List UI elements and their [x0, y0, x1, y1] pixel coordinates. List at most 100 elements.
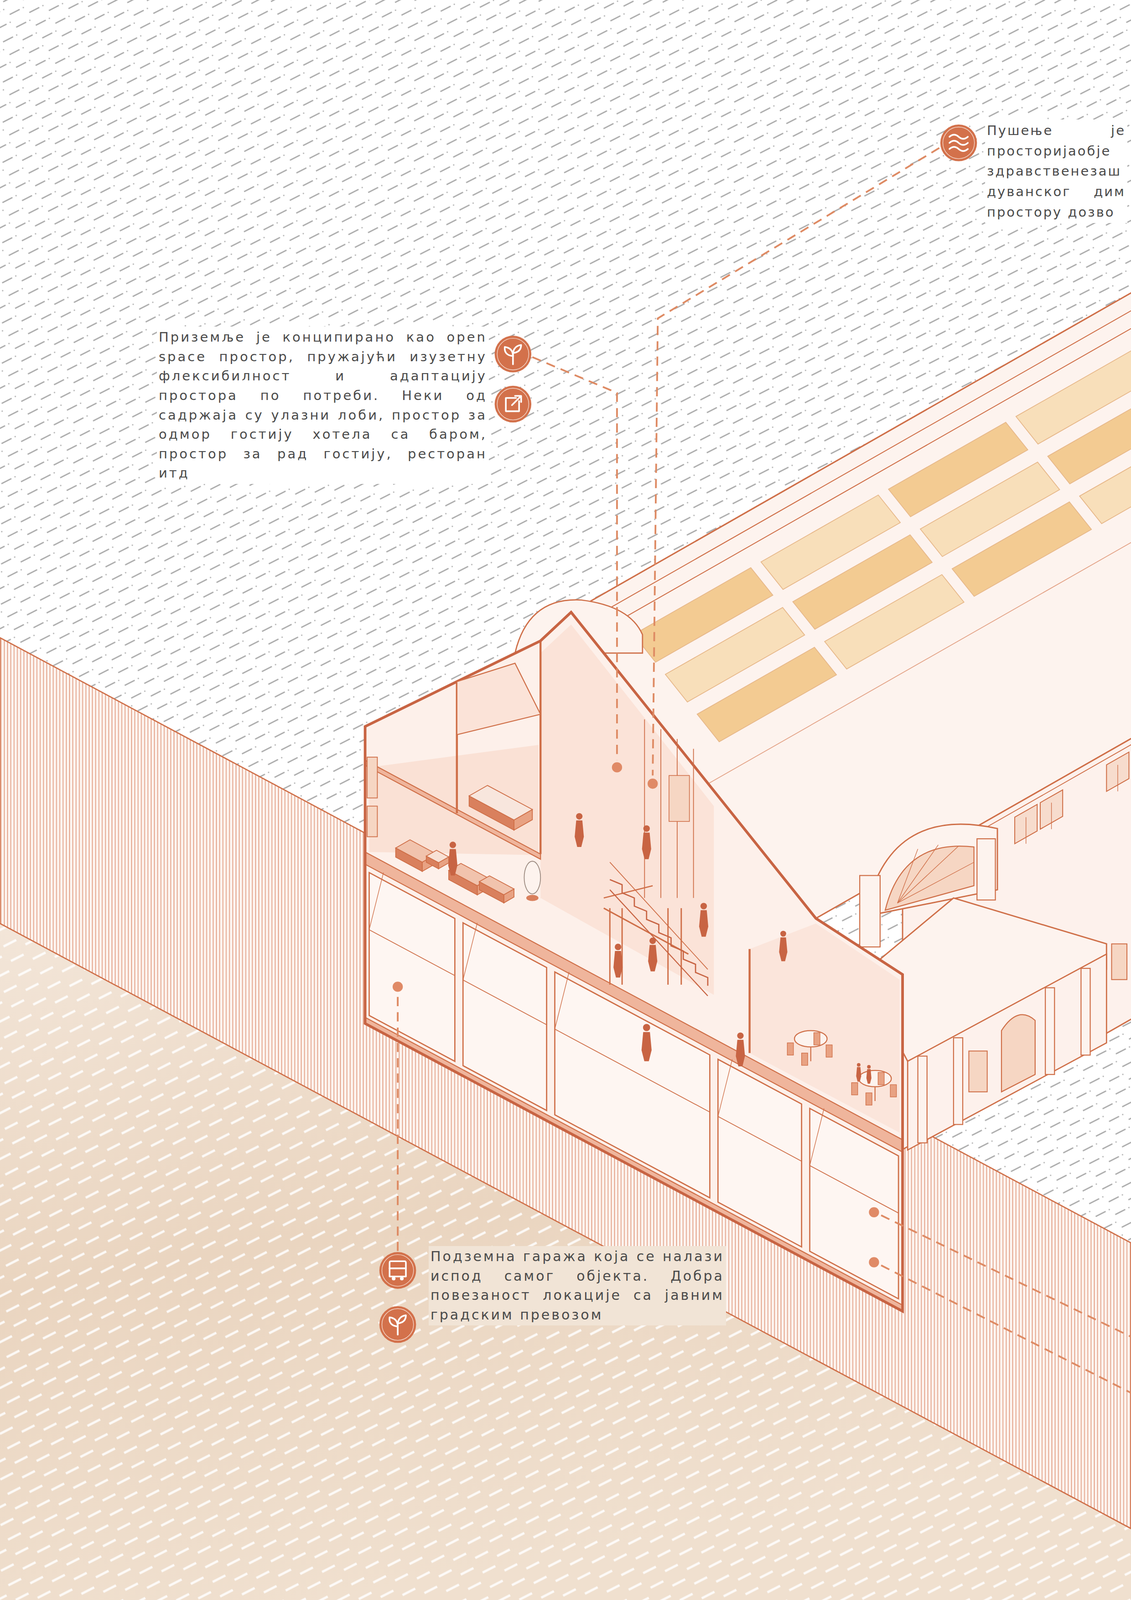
- pergola-post: [667, 907, 669, 985]
- person-figure: [448, 841, 458, 876]
- pergola-post: [609, 907, 611, 985]
- column: [1045, 987, 1055, 1075]
- icon-stroke: [389, 1317, 398, 1327]
- glazing-panel: [669, 775, 690, 822]
- person-body: [574, 820, 584, 847]
- icon-ring: [497, 338, 529, 370]
- icon-stroke: [397, 1315, 406, 1324]
- porch-window: [968, 1050, 987, 1092]
- roof-edge: [590, 229, 1131, 637]
- cafe-chair: [814, 1032, 820, 1045]
- bay-corner: [555, 971, 570, 1029]
- garage-bay: [555, 971, 711, 1198]
- person-head: [780, 930, 787, 937]
- skylight: [1079, 429, 1131, 524]
- person-body: [735, 1039, 745, 1067]
- icon-ring: [381, 1308, 414, 1340]
- bay-floor-edge: [462, 980, 547, 1025]
- arched-door: [1001, 1014, 1036, 1092]
- person-figure: [735, 1032, 745, 1067]
- callout-text: Пушење је просторијаобје здравственезаш …: [985, 119, 1128, 224]
- leader-line: [652, 147, 940, 776]
- icon-stroke: [949, 146, 968, 151]
- person-head: [449, 841, 457, 848]
- person-body: [866, 1068, 872, 1084]
- icon-stroke: [513, 344, 522, 353]
- glazing-mullion: [643, 719, 645, 898]
- stair-rail: [609, 861, 708, 970]
- interior-wall: [748, 949, 751, 1054]
- icon-disc: [379, 1306, 417, 1344]
- person-figure: [699, 902, 709, 937]
- leader-line: [881, 1215, 1131, 1337]
- attic-gable: [456, 663, 541, 735]
- atrium-back: [540, 624, 714, 995]
- icon-ring: [381, 1254, 414, 1287]
- person-figure: [778, 930, 788, 962]
- bay-floor-edge: [555, 1028, 711, 1112]
- leader-line: [532, 357, 618, 761]
- icon-stroke: [949, 134, 968, 139]
- person-head: [856, 1063, 861, 1067]
- icon-ring: [497, 388, 529, 420]
- person-head: [649, 937, 656, 945]
- leader-dot: [647, 778, 658, 789]
- bay-corner: [717, 1059, 732, 1117]
- pergola-post: [621, 907, 623, 985]
- icon-ring: [942, 127, 975, 159]
- person-figure: [856, 1063, 862, 1082]
- person-figure: [642, 824, 652, 859]
- icon-disc: [494, 335, 532, 373]
- icon-stroke: [504, 347, 514, 357]
- window-fan: [897, 861, 975, 903]
- icon-wheel: [391, 1276, 396, 1281]
- pergola-post: [680, 907, 682, 985]
- bay-floor-edge: [369, 929, 456, 976]
- icon-stroke: [389, 1267, 406, 1270]
- person-figure: [641, 1023, 652, 1062]
- leader-dot: [392, 981, 403, 992]
- link-icon: [494, 385, 532, 423]
- facade-window: [367, 757, 378, 798]
- callout-text: Подземна гаража која се налази испод сам…: [428, 1245, 727, 1326]
- staircase: [609, 879, 708, 986]
- person-head: [736, 1032, 744, 1039]
- leader-dot: [868, 1207, 879, 1218]
- cafe-chair: [877, 1072, 884, 1085]
- coffee-table: [426, 850, 449, 863]
- person-figure: [866, 1064, 872, 1084]
- icon-stroke: [389, 1260, 406, 1277]
- cafe-chair: [851, 1082, 858, 1095]
- stair-stringer: [609, 889, 708, 997]
- person-body: [856, 1066, 862, 1082]
- clerestory-window: [1106, 752, 1129, 792]
- person-head: [643, 1023, 651, 1032]
- cafe-chair: [890, 1084, 897, 1097]
- window-fan: [897, 848, 919, 903]
- facade-window: [367, 805, 378, 837]
- person-head: [866, 1064, 871, 1069]
- cafe-table: [794, 1030, 828, 1048]
- upper-floor-slab: [365, 760, 541, 860]
- person-body: [778, 937, 788, 961]
- cafe-table: [858, 1070, 892, 1087]
- cafe-chair: [787, 1042, 794, 1055]
- person-head: [700, 902, 707, 910]
- building-section: [365, 599, 903, 1312]
- skylight: [952, 501, 1092, 597]
- bus-icon: [379, 1251, 417, 1289]
- glazing-mullion: [693, 748, 695, 898]
- plant-pot: [526, 894, 539, 901]
- leader-dot: [868, 1256, 879, 1267]
- glazing-mullion: [660, 729, 662, 898]
- side-window: [1111, 943, 1128, 980]
- person-figure: [613, 943, 623, 978]
- layers-icon: [940, 124, 978, 162]
- person-body: [641, 1032, 652, 1062]
- window-mullion: [1117, 764, 1118, 792]
- icon-stroke: [512, 395, 522, 405]
- sprout-icon: [494, 335, 532, 373]
- person-body: [448, 848, 458, 876]
- person-figure: [648, 937, 658, 972]
